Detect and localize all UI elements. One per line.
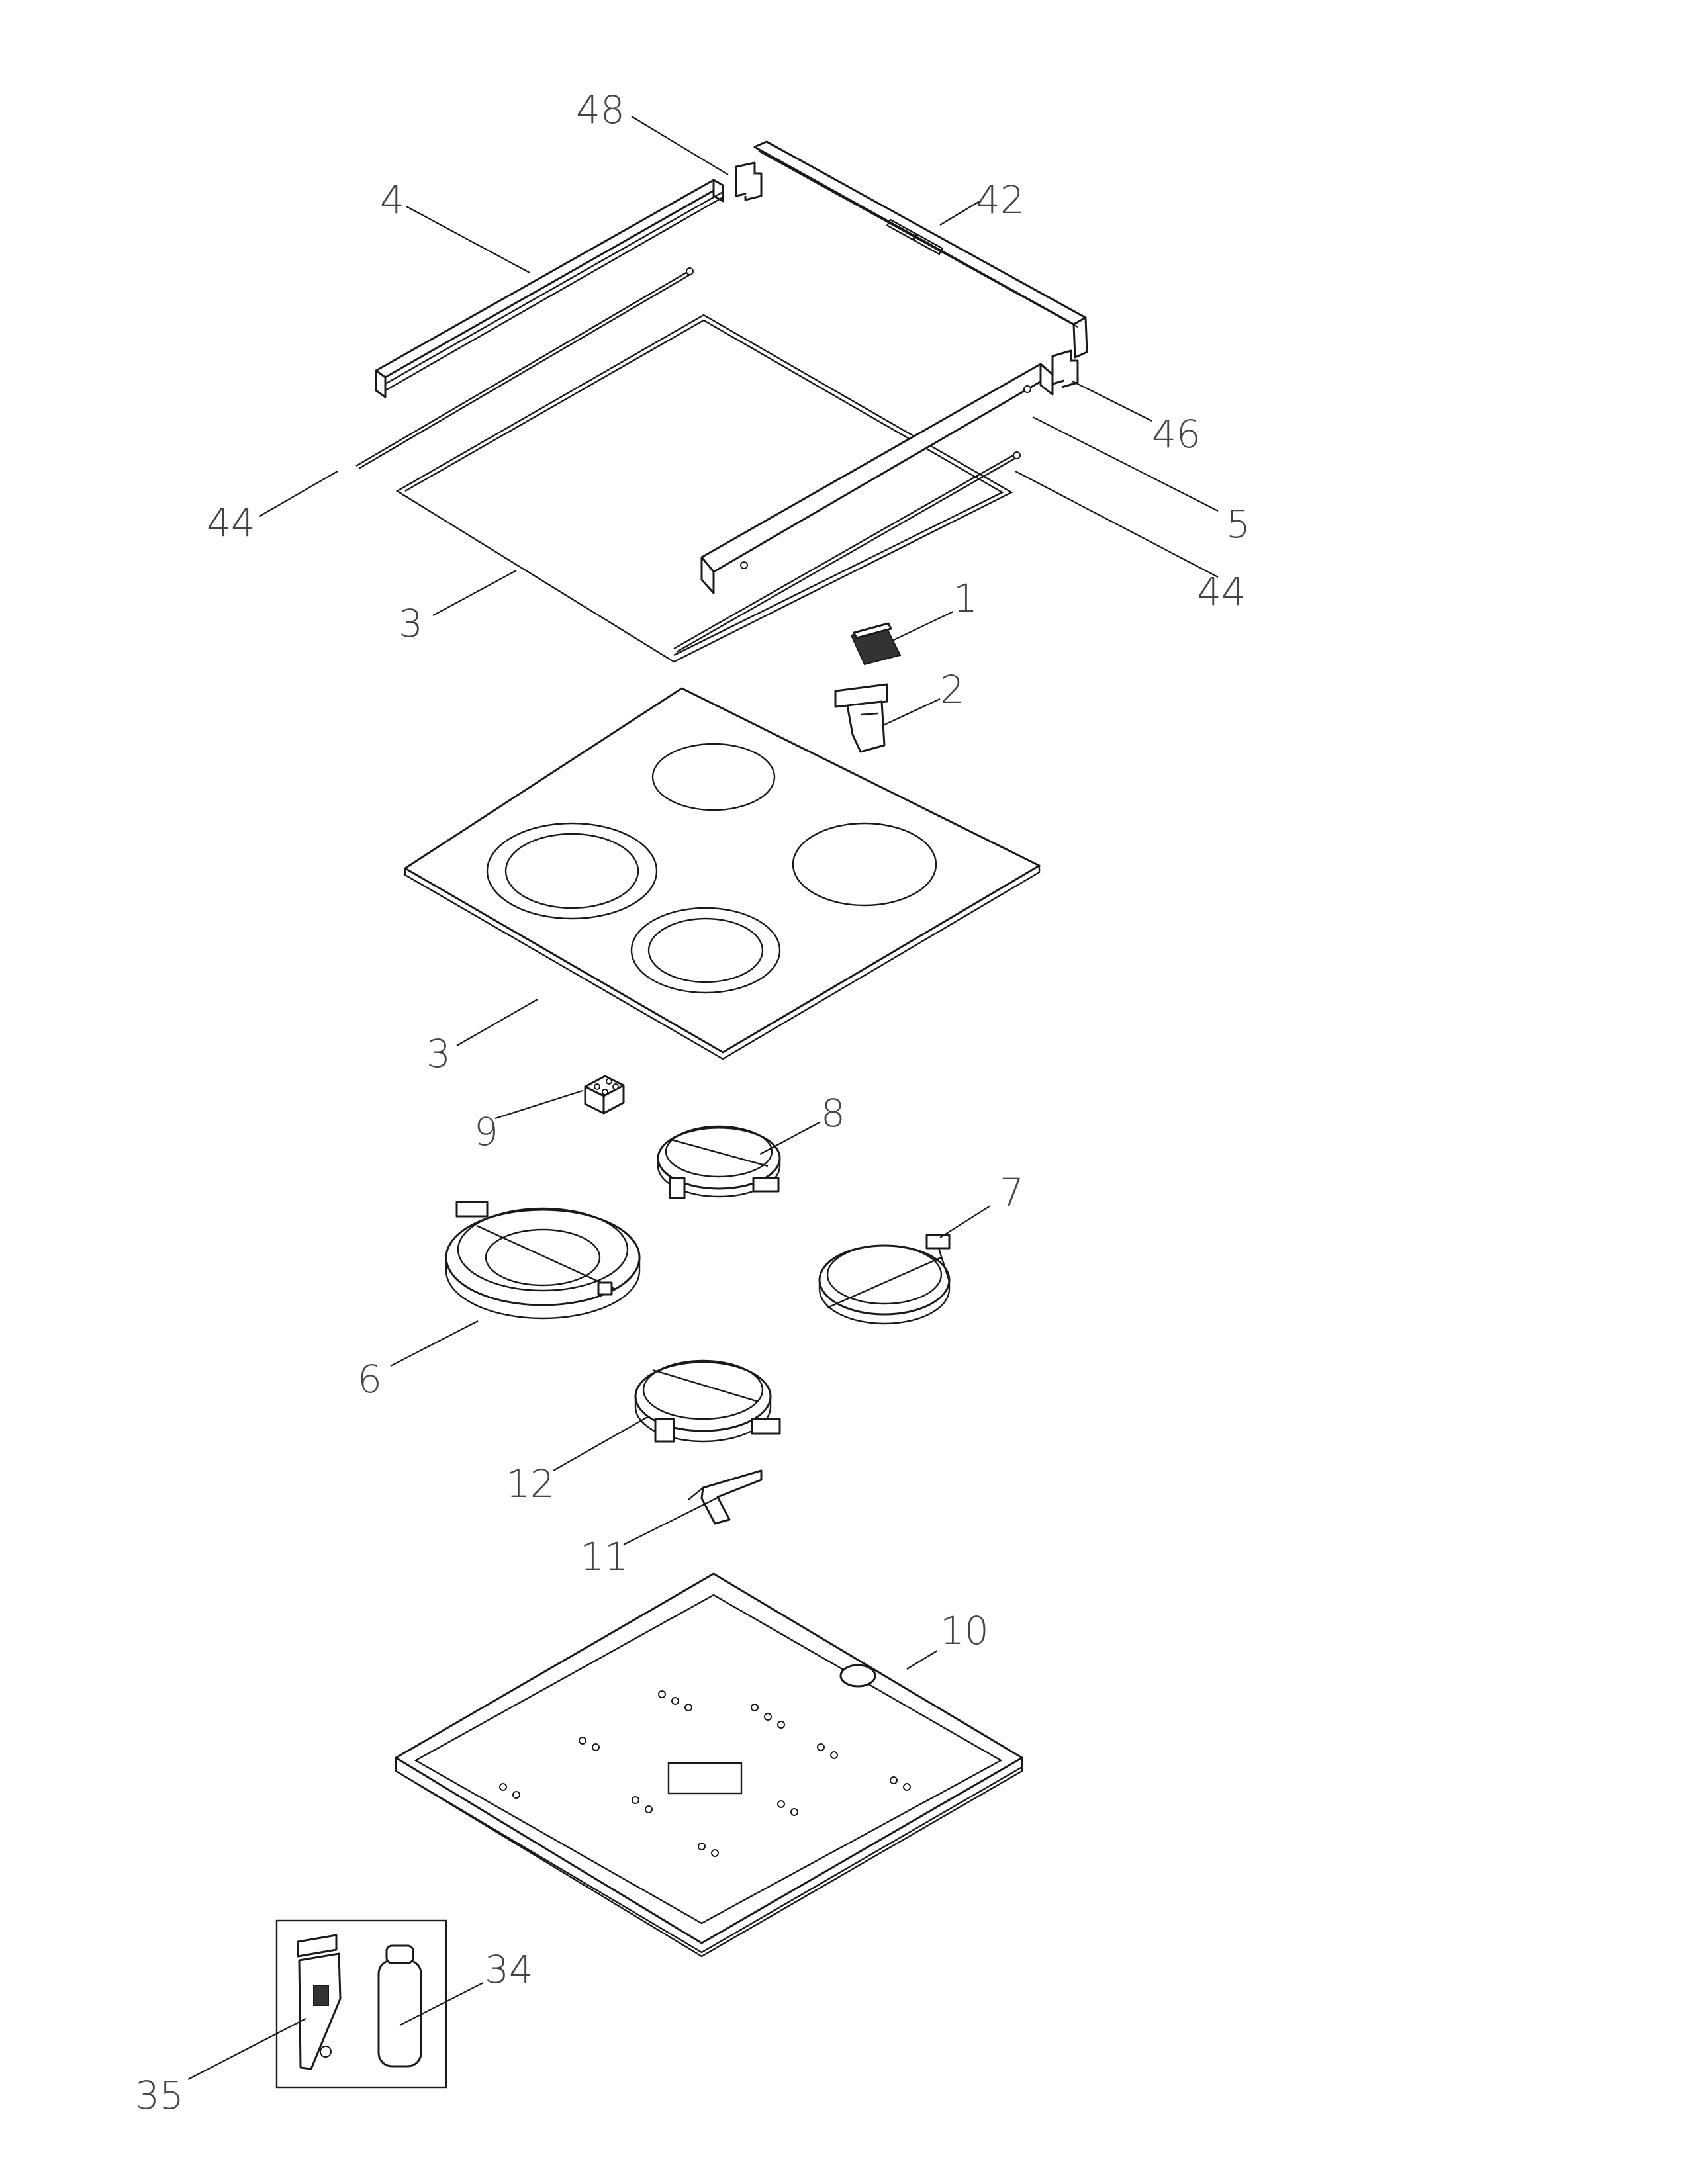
part-34-cleaner-bottle xyxy=(377,1944,422,2068)
callout-3-frame: 3 xyxy=(399,601,423,646)
part-5-side-trim xyxy=(700,363,1054,594)
callout-35: 35 xyxy=(135,2073,184,2118)
part-35-scraper xyxy=(297,1934,342,2070)
callout-44-right: 44 xyxy=(1197,569,1246,614)
part-11-bracket xyxy=(688,1469,763,1525)
part-42-rear-trim xyxy=(753,140,1088,359)
part-10-base-pan xyxy=(395,1572,1023,1958)
callout-7: 7 xyxy=(1000,1170,1024,1215)
part-44-rod-left xyxy=(355,267,694,470)
callout-labels: 48 42 4 46 5 44 44 3 1 2 3 9 8 7 6 12 11… xyxy=(135,87,1250,2118)
part-2-bracket xyxy=(834,683,888,753)
callout-48: 48 xyxy=(576,87,625,132)
part-44-rod-right xyxy=(673,451,1021,653)
part-9-terminal-block xyxy=(584,1075,625,1115)
callout-44-left: 44 xyxy=(207,500,256,545)
part-6-heating-element xyxy=(445,1201,641,1320)
callout-5: 5 xyxy=(1226,502,1250,547)
callout-8: 8 xyxy=(821,1091,845,1136)
part-4-side-trim xyxy=(375,179,724,398)
callout-2: 2 xyxy=(940,667,964,712)
callout-3-glass: 3 xyxy=(426,1031,451,1076)
base-pan-holes xyxy=(499,1690,911,1857)
cleaning-kit-box xyxy=(275,1919,447,2089)
part-7-heating-element xyxy=(818,1234,951,1325)
callout-11: 11 xyxy=(580,1534,629,1579)
part-3-glass-cooktop xyxy=(404,687,1041,1060)
callout-6: 6 xyxy=(357,1357,382,1402)
leader-lines xyxy=(187,116,1219,2080)
callout-10: 10 xyxy=(940,1608,989,1653)
part-1-connector xyxy=(850,622,902,666)
callout-4: 4 xyxy=(380,177,404,222)
callout-46: 46 xyxy=(1152,412,1201,457)
callout-42: 42 xyxy=(976,177,1025,222)
callout-12: 12 xyxy=(506,1461,555,1506)
callout-34: 34 xyxy=(485,1947,534,1992)
callout-1: 1 xyxy=(953,576,978,621)
part-48-bracket xyxy=(735,161,763,201)
part-8-heating-element xyxy=(657,1125,781,1199)
part-3-frame xyxy=(395,314,1013,663)
callout-9: 9 xyxy=(474,1109,498,1154)
part-12-heating-element xyxy=(634,1359,781,1443)
